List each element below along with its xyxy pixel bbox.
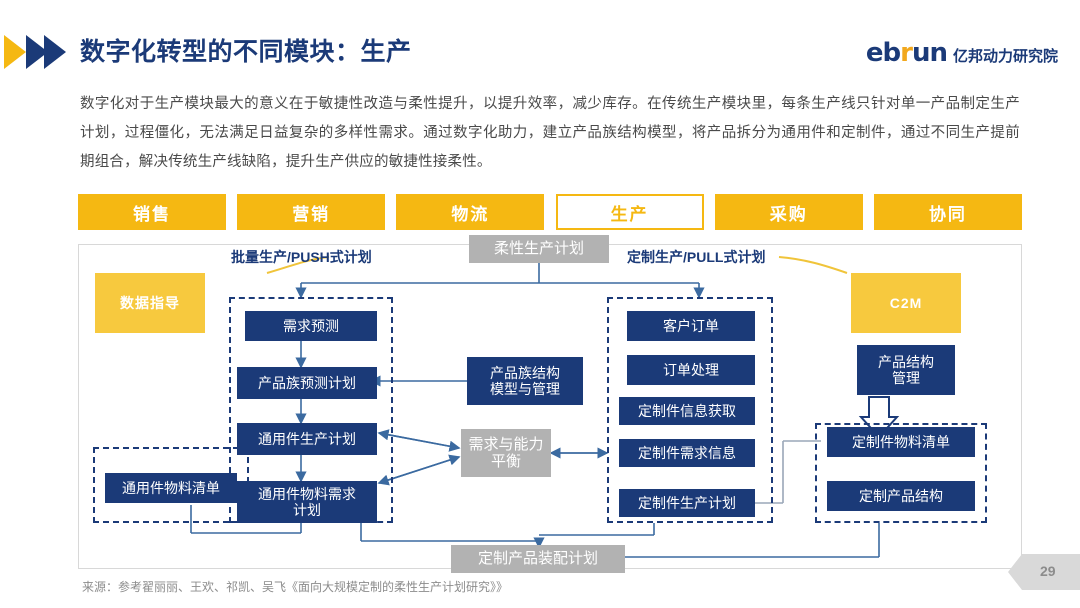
- pull-node-customer-order: 客户订单: [627, 311, 755, 341]
- tab-sales[interactable]: 销售: [78, 194, 226, 230]
- demand-capacity-balance-box: 需求与能力 平衡: [461, 429, 551, 477]
- custom-part-bom-box: 定制件物料清单: [827, 427, 975, 457]
- slide-header: 数字化转型的不同模块：生产 ebrun 亿邦动力研究院: [0, 0, 1080, 80]
- pull-node-order-processing: 订单处理: [627, 355, 755, 385]
- logo-subtitle: 亿邦动力研究院: [952, 48, 1058, 65]
- logo-text-part1: eb: [865, 38, 901, 68]
- tab-production[interactable]: 生产: [555, 194, 704, 230]
- pull-group-container: [607, 297, 773, 523]
- custom-product-structure-box: 定制产品结构: [827, 481, 975, 511]
- left-bom-group-container: [93, 447, 249, 523]
- page-badge-shape: [1008, 554, 1080, 590]
- body-paragraph: 数字化对于生产模块最大的意义在于敏捷性改造与柔性提升，以提升效率，减少库存。在传…: [80, 96, 1020, 170]
- brand-logo: ebrun 亿邦动力研究院: [866, 38, 1058, 68]
- push-node-common-part-material-plan: 通用件物料需求 计划: [237, 481, 377, 523]
- push-node-demand-forecast: 需求预测: [245, 311, 377, 341]
- pull-node-custom-demand-info: 定制件需求信息: [619, 439, 755, 467]
- module-tab-bar: 销售 营销 物流 生产 采购 协同: [78, 194, 1022, 230]
- custom-product-assembly-plan-box: 定制产品装配计划: [451, 545, 625, 573]
- pull-node-custom-part-info: 定制件信息获取: [619, 397, 755, 425]
- tab-procurement[interactable]: 采购: [714, 194, 863, 230]
- logo-wordmark: ebrun: [865, 38, 948, 68]
- double-chevron-right-icon: [4, 35, 66, 69]
- group-label-pull: 定制生产/PULL式计划: [627, 249, 766, 265]
- data-guidance-box: 数据指导: [95, 273, 205, 333]
- push-node-common-part-production-plan: 通用件生产计划: [237, 423, 377, 455]
- logo-text-part2: un: [911, 38, 948, 68]
- product-family-structure-model-box: 产品族结构 模型与管理: [467, 357, 583, 405]
- group-label-push: 批量生产/PUSH式计划: [231, 249, 372, 265]
- source-citation: 来源：参考翟丽丽、王欢、祁凯、吴飞《面向大规模定制的柔性生产计划研究》》: [82, 580, 509, 594]
- right-bom-group-container: [815, 423, 987, 523]
- logo-text-r: r: [900, 38, 913, 68]
- product-structure-management-box: 产品结构 管理: [857, 345, 955, 395]
- flexible-production-plan-box: 柔性生产计划: [469, 235, 609, 263]
- tab-logistics[interactable]: 物流: [396, 194, 545, 230]
- production-flow-diagram: 批量生产/PUSH式计划 定制生产/PULL式计划 柔性生产计划 数据指导 C2…: [78, 235, 1022, 573]
- tab-marketing[interactable]: 营销: [237, 194, 386, 230]
- page-number-badge: 29: [1008, 554, 1080, 590]
- pull-node-custom-production-plan: 定制件生产计划: [619, 489, 755, 517]
- page-title: 数字化转型的不同模块：生产: [80, 38, 412, 66]
- page-number-text: 29: [1040, 563, 1056, 579]
- c2m-box: C2M: [851, 273, 961, 333]
- push-node-family-forecast-plan: 产品族预测计划: [237, 367, 377, 399]
- tab-collaboration[interactable]: 协同: [873, 194, 1022, 230]
- common-part-bom-box: 通用件物料清单: [105, 473, 237, 503]
